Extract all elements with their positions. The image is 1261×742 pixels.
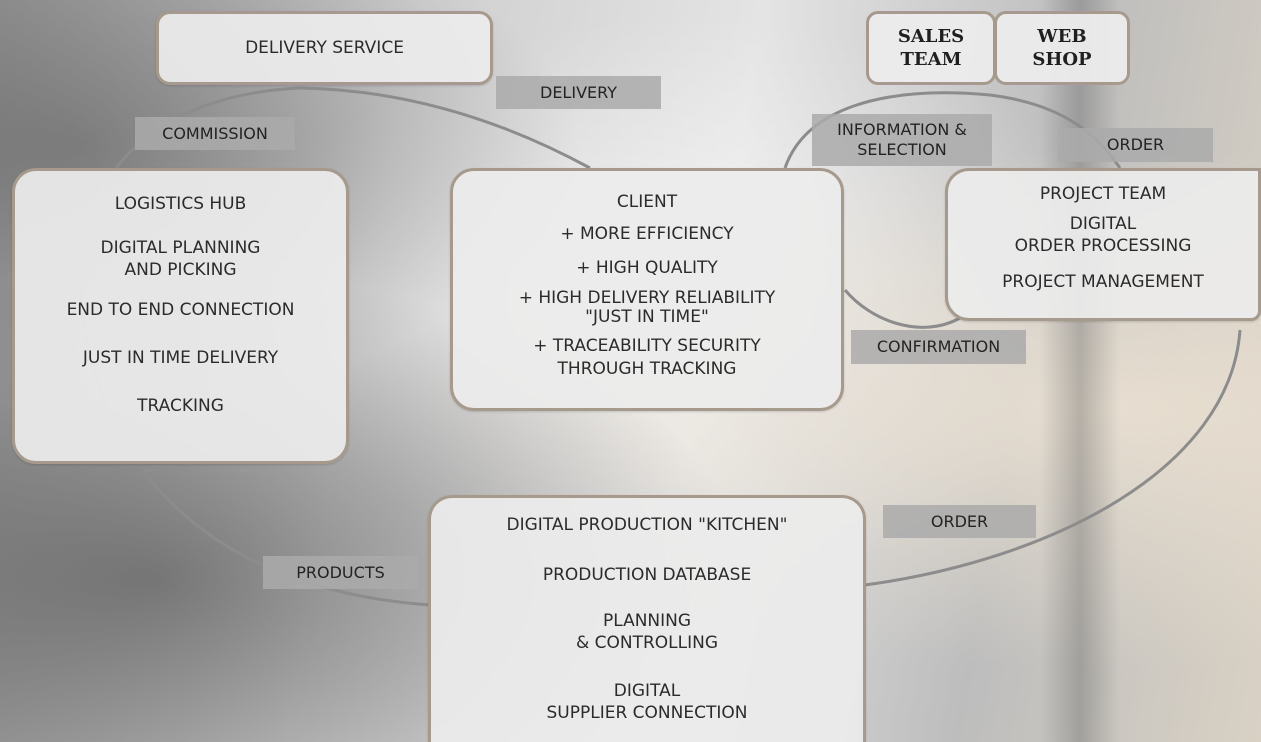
client-item: + HIGH DELIVERY RELIABILITY "JUST IN TIM… xyxy=(518,288,776,327)
client-box: CLIENT + MORE EFFICIENCY + HIGH QUALITY … xyxy=(450,168,844,411)
confirmation-tag-label: CONFIRMATION xyxy=(876,337,1001,356)
project-team-title: PROJECT TEAM xyxy=(1039,184,1167,204)
sales-team-label: SALES TEAM xyxy=(897,26,965,70)
commission-tag-label: COMMISSION xyxy=(162,123,268,143)
project-team-box: PROJECT TEAM DIGITAL ORDER PROCESSING PR… xyxy=(945,168,1261,321)
logistics-hub-item: DIGITAL PLANNING AND PICKING xyxy=(100,238,261,280)
project-team-item: PROJECT MANAGEMENT xyxy=(1002,272,1204,292)
flow-loop-top xyxy=(299,86,591,170)
production-item: PRODUCTION DATABASE xyxy=(542,565,752,585)
flow-loop-right xyxy=(864,329,1242,587)
production-title: DIGITAL PRODUCTION "KITCHEN" xyxy=(506,515,788,535)
web-shop-box: WEB SHOP xyxy=(994,11,1130,85)
information-selection-tag: INFORMATION & SELECTION xyxy=(812,114,992,166)
background-shade xyxy=(1040,0,1120,742)
production-box: DIGITAL PRODUCTION "KITCHEN" PRODUCTION … xyxy=(428,495,866,742)
client-item: + MORE EFFICIENCY xyxy=(560,224,734,244)
logistics-hub-title: LOGISTICS HUB xyxy=(114,194,247,214)
flow-confirmation-arc xyxy=(843,289,961,329)
information-selection-tag-label: INFORMATION & SELECTION xyxy=(837,120,967,159)
order-bottom-tag: ORDER xyxy=(883,505,1036,538)
order-top-tag: ORDER xyxy=(1058,128,1213,162)
products-tag: PRODUCTS xyxy=(263,556,418,589)
logistics-hub-box: LOGISTICS HUB DIGITAL PLANNING AND PICKI… xyxy=(12,168,349,464)
logistics-hub-item: JUST IN TIME DELIVERY xyxy=(82,348,279,368)
sales-team-box: SALES TEAM xyxy=(866,11,996,85)
production-item: PLANNING & CONTROLLING xyxy=(575,611,719,653)
logistics-hub-item: END TO END CONNECTION xyxy=(66,300,295,320)
order-bottom-tag-label: ORDER xyxy=(930,511,989,531)
delivery-tag-label: DELIVERY xyxy=(540,82,617,102)
project-team-item: DIGITAL ORDER PROCESSING xyxy=(1014,214,1192,256)
commission-tag: COMMISSION xyxy=(135,117,295,150)
delivery-service-box: DELIVERY SERVICE xyxy=(156,11,493,85)
delivery-tag: DELIVERY xyxy=(496,76,661,109)
delivery-service-label: DELIVERY SERVICE xyxy=(245,38,404,58)
web-shop-label: WEB SHOP xyxy=(1032,26,1092,70)
production-item: DIGITAL SUPPLIER CONNECTION xyxy=(546,681,748,723)
order-top-tag-label: ORDER xyxy=(1106,135,1165,154)
products-tag-label: PRODUCTS xyxy=(296,562,385,582)
client-item: + HIGH QUALITY xyxy=(576,258,718,278)
logistics-hub-item: TRACKING xyxy=(137,396,224,416)
confirmation-tag: CONFIRMATION xyxy=(851,330,1026,364)
client-title: CLIENT xyxy=(616,192,678,212)
client-item: + TRACEABILITY SECURITY THROUGH TRACKING xyxy=(533,336,761,379)
